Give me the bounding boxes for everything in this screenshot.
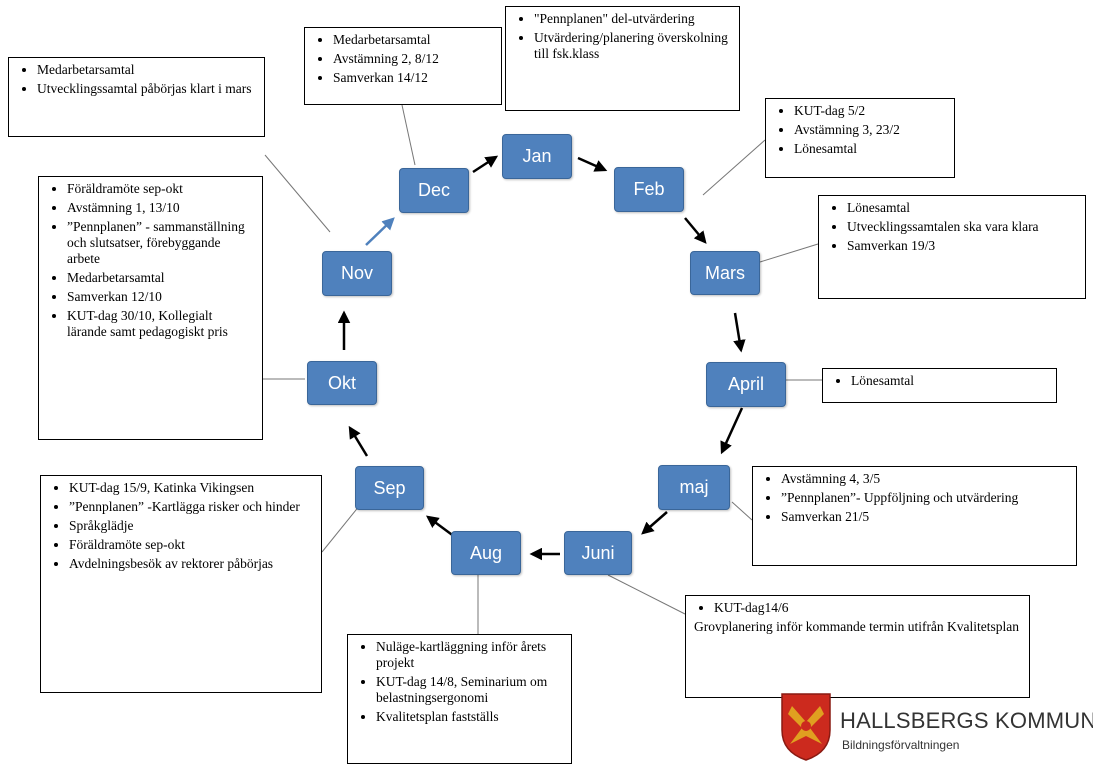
connector-juni (607, 574, 686, 615)
note-item: "Pennplanen" del-utvärdering (534, 11, 731, 27)
connector-maj (731, 501, 753, 521)
note-item: KUT-dag 30/10, Kollegialt lärande samt p… (67, 308, 254, 340)
arrow-maj-juni (641, 511, 668, 535)
month-mars: Mars (690, 251, 760, 295)
note-item: Avstämning 4, 3/5 (781, 471, 1068, 487)
connector-sep (321, 504, 361, 553)
month-april: April (706, 362, 786, 407)
arrow-nov-dec (365, 217, 395, 246)
note-item: Kvalitetsplan fastställs (376, 709, 563, 725)
note-item: Samverkan 21/5 (781, 509, 1068, 525)
month-feb-label: Feb (633, 179, 665, 199)
month-jan: Jan (502, 134, 572, 179)
month-aug-label: Aug (469, 542, 503, 563)
note-item: Språkglädje (69, 518, 313, 534)
note-item: Samverkan 12/10 (67, 289, 254, 305)
municipality-logo: HALLSBERGS KOMMUN Bildningsförvaltningen (780, 690, 1093, 765)
note-item: ”Pennplanen” -Kartlägga risker och hinde… (69, 499, 313, 515)
note-item: Medarbetarsamtal (333, 32, 493, 48)
month-nov-label: Nov (340, 263, 373, 283)
note-item: Avstämning 2, 8/12 (333, 51, 493, 67)
note-item: Avdelningsbesök av rektorer påbörjas (69, 556, 313, 572)
note-item: KUT-dag 15/9, Katinka Vikingsen (69, 480, 313, 496)
arrow-dec-jan (472, 155, 499, 174)
month-jan-label: Jan (522, 146, 552, 166)
logo-subtitle: Bildningsförvaltningen (842, 738, 960, 752)
note-item: Föräldramöte sep-okt (69, 537, 313, 553)
month-aug: Aug (451, 531, 521, 575)
note-item: Avstämning 3, 23/2 (794, 122, 946, 138)
note-item: Samverkan 14/12 (333, 70, 493, 86)
note-item: ”Pennplanen” - sammanställning och sluts… (67, 219, 254, 267)
note-sep: KUT-dag 15/9, Katinka Vikingsen ”Pennpla… (40, 475, 322, 693)
month-april-label: April (727, 374, 764, 394)
note-april: Lönesamtal (822, 368, 1057, 403)
shield-icon (781, 693, 831, 761)
note-item: Samverkan 19/3 (847, 238, 1077, 254)
connector-nov (264, 154, 331, 233)
note-jan: "Pennplanen" del-utvärdering Utvärdering… (505, 6, 740, 111)
month-maj-label: maj (679, 477, 709, 497)
logo-name: HALLSBERGS KOMMUN (840, 708, 1093, 733)
note-item: Utvecklingssamtalen ska vara klara (847, 219, 1077, 235)
month-okt: Okt (307, 361, 377, 405)
arrow-aug-sep (425, 515, 456, 539)
note-item: Medarbetarsamtal (67, 270, 254, 286)
note-item: KUT-dag 5/2 (794, 103, 946, 119)
note-feb: KUT-dag 5/2 Avstämning 3, 23/2 Lönesamta… (765, 98, 955, 178)
note-item: Avstämning 1, 13/10 (67, 200, 254, 216)
note-aug: Nuläge-kartläggning inför årets projekt … (347, 634, 572, 764)
note-juni: KUT-dag14/6 Grovplanering inför kommande… (685, 595, 1030, 698)
note-item: Föräldramöte sep-okt (67, 181, 254, 197)
note-okt: Föräldramöte sep-okt Avstämning 1, 13/10… (38, 176, 263, 440)
note-item: ”Pennplanen”- Uppföljning och utvärderin… (781, 490, 1068, 506)
month-juni-label: Juni (581, 542, 615, 563)
note-nov: Medarbetarsamtal Utvecklingssamtal påbör… (8, 57, 265, 137)
month-feb: Feb (614, 167, 684, 212)
arrow-sep-okt (348, 425, 369, 457)
note-item: Lönesamtal (794, 141, 946, 157)
note-item: Utvecklingssamtal påbörjas klart i mars (37, 81, 256, 97)
connector-mars (759, 243, 819, 263)
note-item: Medarbetarsamtal (37, 62, 256, 78)
note-mars: Lönesamtal Utvecklingssamtalen ska vara … (818, 195, 1086, 299)
note-text: Grovplanering inför kommande termin utif… (694, 619, 1020, 634)
month-mars-label: Mars (705, 262, 745, 283)
arrow-april-maj (720, 407, 744, 455)
month-dec-label: Dec (417, 180, 450, 200)
note-dec: Medarbetarsamtal Avstämning 2, 8/12 Samv… (304, 27, 502, 105)
connector-dec (401, 104, 416, 166)
month-okt-label: Okt (327, 372, 356, 393)
note-item: Lönesamtal (847, 200, 1077, 216)
note-item: Lönesamtal (851, 373, 1048, 389)
month-sep: Sep (355, 466, 424, 510)
connector-feb (702, 139, 766, 196)
note-item: KUT-dag14/6 (714, 600, 1021, 616)
arrow-jan-feb (577, 156, 608, 172)
month-dec: Dec (399, 168, 469, 213)
month-nov: Nov (322, 251, 392, 296)
month-maj: maj (658, 465, 730, 510)
arrow-mars-april (733, 312, 746, 353)
note-item: KUT-dag 14/8, Seminarium om belastningse… (376, 674, 563, 706)
note-item: Nuläge-kartläggning inför årets projekt (376, 639, 563, 671)
note-item: Utvärdering/planering överskolning till … (534, 30, 731, 62)
month-juni: Juni (564, 531, 632, 575)
note-maj: Avstämning 4, 3/5 ”Pennplanen”- Uppföljn… (752, 466, 1077, 566)
arrow-feb-mars (684, 217, 707, 244)
month-sep-label: Sep (373, 477, 406, 498)
